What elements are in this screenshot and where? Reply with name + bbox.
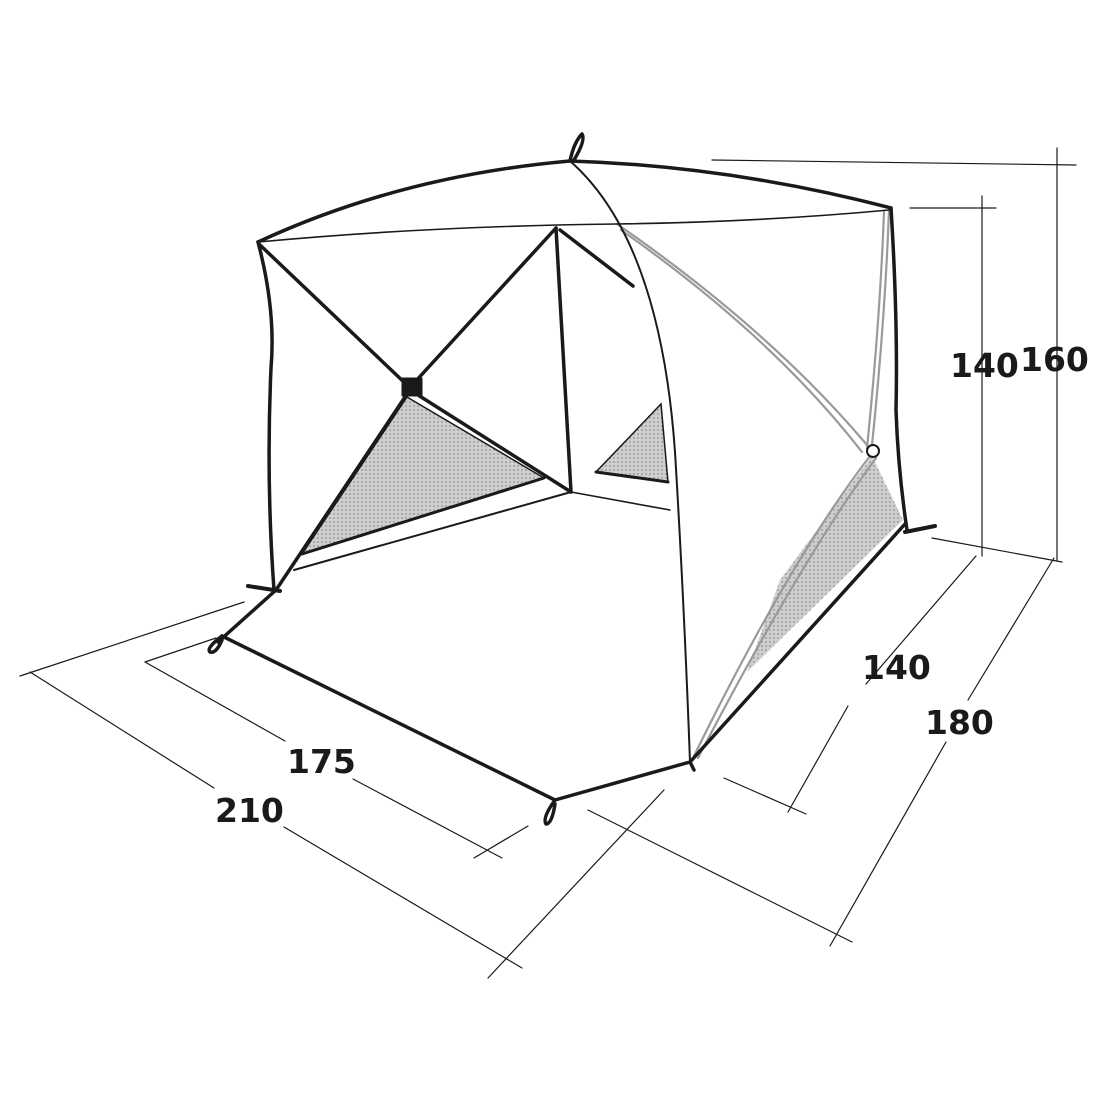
left-wall-edge — [256, 240, 276, 592]
right-wall-edge — [889, 206, 909, 532]
stake-right — [903, 524, 937, 534]
dim-175-line-2 — [352, 778, 503, 859]
roof-front-edge — [256, 159, 893, 244]
dim-140-depth-line-2 — [787, 705, 849, 813]
dim-175-line — [144, 661, 286, 742]
inner-frame-e — [416, 393, 573, 494]
dimension-label-width-outer: 210 — [215, 791, 284, 830]
dim-base-right-ext — [931, 537, 1063, 563]
peg-loop-left — [207, 634, 224, 654]
grey-pole-right — [870, 208, 891, 447]
mesh-panel-left — [300, 395, 546, 556]
dim-160-top-ext — [711, 159, 1077, 166]
floor-inner-center — [570, 491, 671, 511]
grey-pole-front-2 — [696, 456, 878, 760]
dimension-label-depth-outer: 180 — [925, 703, 994, 742]
peg-loop-top — [568, 132, 585, 163]
dim-180-line — [967, 557, 1055, 701]
grey-pole-inner — [619, 228, 864, 454]
dim-180-line-2 — [829, 741, 947, 947]
grey-pole-front — [692, 454, 872, 758]
peg-loop-corner — [688, 760, 696, 772]
dim-210-line — [29, 671, 215, 789]
dim-180-front-ext — [587, 809, 853, 943]
front-pole-arch — [569, 160, 691, 763]
floor-inner-left — [293, 491, 572, 571]
mesh-panel-center — [594, 402, 669, 483]
tent-outline — [207, 132, 937, 826]
dim-175-right-ext — [473, 825, 529, 859]
inner-frame-c — [554, 226, 573, 494]
inner-frame-f — [274, 395, 407, 592]
floor-mesh-edge — [300, 476, 546, 556]
dimension-label-height-outer: 160 — [1020, 340, 1089, 379]
base-left-edge — [216, 588, 278, 644]
grey-poles — [615, 208, 891, 760]
dimension-label-width-inner: 175 — [287, 742, 356, 781]
inner-frame-d — [558, 228, 635, 288]
dim-210-line-2 — [283, 826, 523, 969]
floor-center-mesh-edge — [594, 470, 670, 484]
inner-frame-a — [258, 243, 409, 387]
pole-hub — [401, 377, 423, 397]
inner-frame-b — [412, 226, 558, 385]
dimension-lines — [19, 147, 1077, 979]
mesh-panels — [300, 395, 903, 672]
stake-left — [246, 584, 282, 593]
dim-210-right-ext — [487, 789, 665, 979]
mesh-panel-right — [747, 456, 903, 672]
pole-joint — [866, 444, 880, 458]
base-right-edge — [688, 522, 907, 764]
dim-175-left-ext — [144, 637, 217, 663]
dimension-label-depth-inner: 140 — [862, 648, 931, 687]
peg-loop-front — [543, 798, 557, 826]
dim-140-depth-line — [865, 555, 977, 685]
grey-pole-outer — [615, 222, 869, 447]
dim-210-left-ext — [19, 601, 245, 677]
roof-back-edge — [257, 209, 890, 243]
dim-140-depth-front-ext — [723, 777, 807, 815]
base-front-left — [220, 634, 557, 802]
base-front-right — [553, 760, 692, 802]
dimension-label-height-inner: 140 — [950, 346, 1019, 385]
grey-pole-right-2 — [865, 210, 886, 450]
